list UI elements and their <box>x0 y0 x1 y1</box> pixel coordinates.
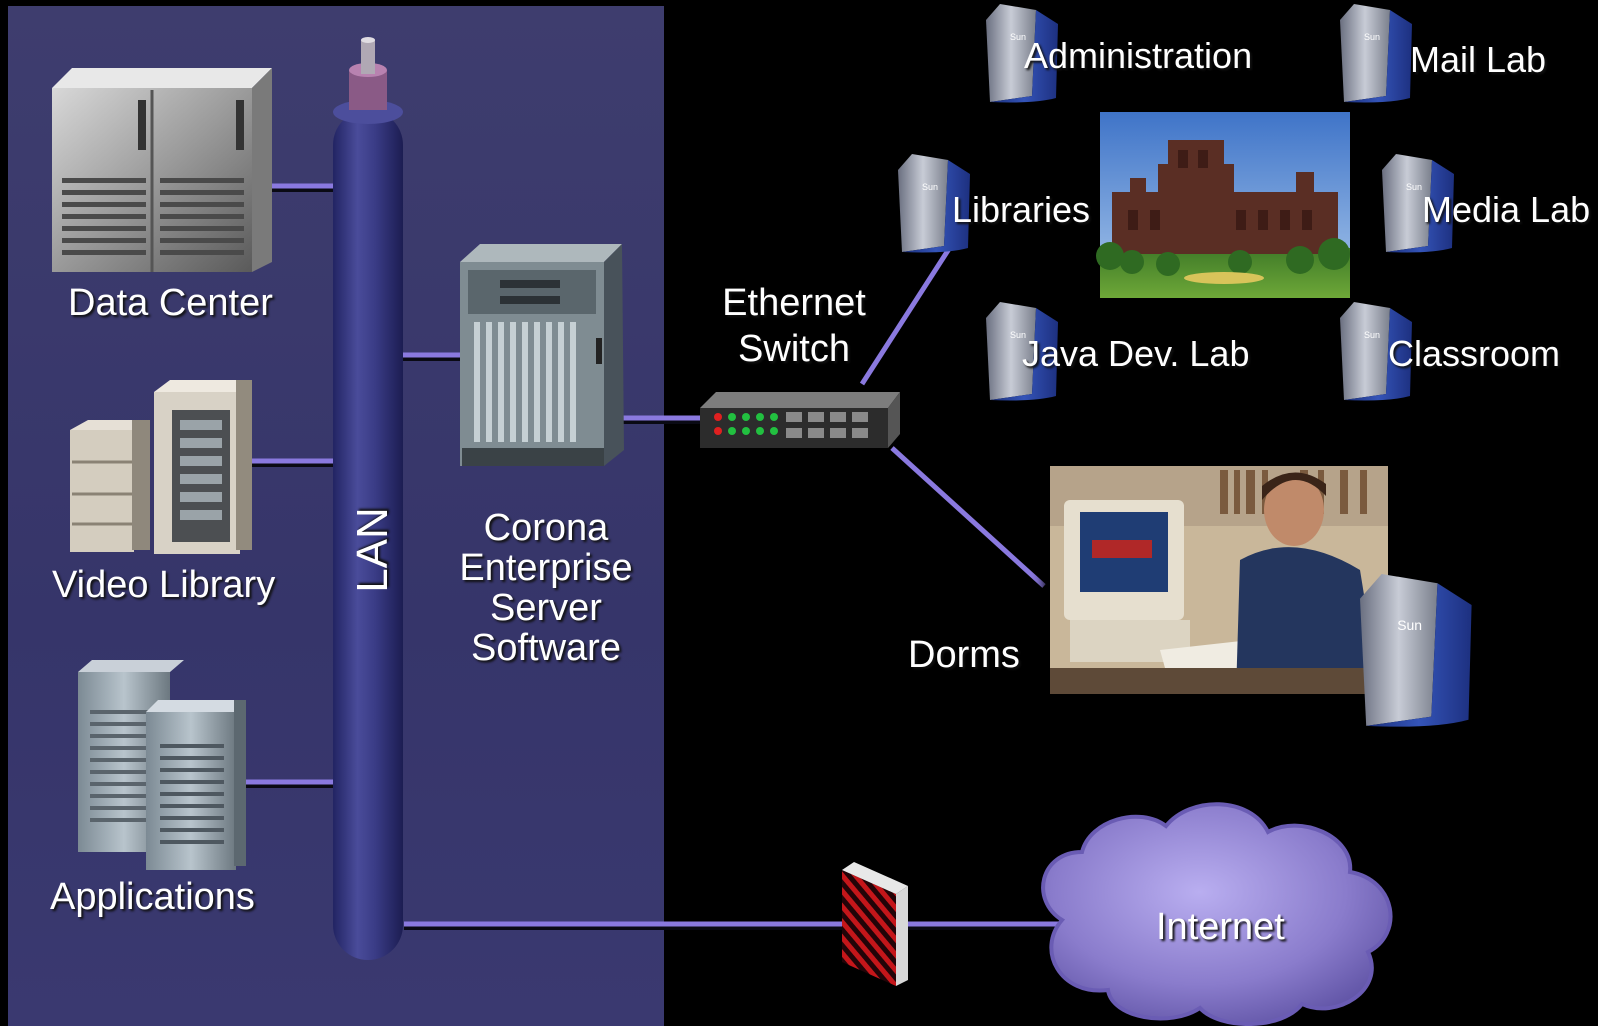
wire-lan-internet <box>404 921 1090 930</box>
svg-text:Sun: Sun <box>1010 32 1026 42</box>
internet-label: Internet <box>1156 906 1285 948</box>
svg-text:Sun: Sun <box>1010 330 1026 340</box>
switch-label-line: Ethernet <box>722 282 866 324</box>
workstation-dorms-icon: Sun <box>1360 574 1472 727</box>
dorm-student-photo <box>1044 460 1394 700</box>
svg-text:Sun: Sun <box>1397 617 1422 633</box>
wire-switch-libraries <box>859 236 959 386</box>
workstation-java-dev-lab-icon: Sun <box>986 302 1058 401</box>
workstation-administration-icon: Sun <box>986 4 1058 103</box>
server-label-line: Enterprise <box>459 547 633 589</box>
lan-label: LAN <box>347 507 397 593</box>
svg-text:Sun: Sun <box>1364 330 1380 340</box>
svg-text:Sun: Sun <box>1364 32 1380 42</box>
wire-server-switch <box>620 415 702 424</box>
video-library-label: Video Library <box>52 564 276 606</box>
campus-building-photo <box>1094 108 1356 304</box>
wire-data-center <box>270 183 342 192</box>
applications-label: Applications <box>50 876 255 918</box>
ethernet-switch-icon <box>700 392 900 448</box>
svg-text:Sun: Sun <box>922 182 938 192</box>
svg-text:Sun: Sun <box>1406 182 1422 192</box>
lan-cable-icon <box>333 37 403 960</box>
wire-video-library <box>248 458 340 467</box>
server-label-line: Server <box>490 587 602 629</box>
data-center-label: Data Center <box>68 282 273 324</box>
data-center-cabinet-icon <box>52 68 272 272</box>
server-label-line: Software <box>471 627 621 669</box>
wire-switch-dorms <box>890 446 1046 588</box>
libraries-label: Libraries <box>952 189 1091 230</box>
workstation-libraries-icon: Sun <box>898 154 970 253</box>
workstation-classroom-icon: Sun <box>1340 302 1412 401</box>
switch-label-line: Switch <box>738 328 850 370</box>
administration-label: Administration <box>1024 35 1253 76</box>
application-servers-icon <box>78 660 246 870</box>
classroom-label: Classroom <box>1388 333 1561 374</box>
server-label-line: Corona <box>483 507 609 549</box>
firewall-icon <box>842 862 908 986</box>
switch-label: Ethernet Switch <box>706 280 882 372</box>
internet-cloud-icon <box>1041 802 1393 1026</box>
video-library-icon <box>70 380 252 554</box>
mail-lab-label: Mail Lab <box>1410 39 1547 80</box>
dorms-label: Dorms <box>908 634 1020 676</box>
workstation-media-lab-icon: Sun <box>1382 154 1454 253</box>
java-dev-lab-label: Java Dev. Lab <box>1022 333 1250 374</box>
workstation-mail-lab-icon: Sun <box>1340 4 1412 103</box>
corona-server-icon <box>460 244 624 466</box>
media-lab-label: Media Lab <box>1422 189 1591 230</box>
server-label: Corona Enterprise Server Software <box>446 508 646 668</box>
wire-applications <box>242 779 336 788</box>
